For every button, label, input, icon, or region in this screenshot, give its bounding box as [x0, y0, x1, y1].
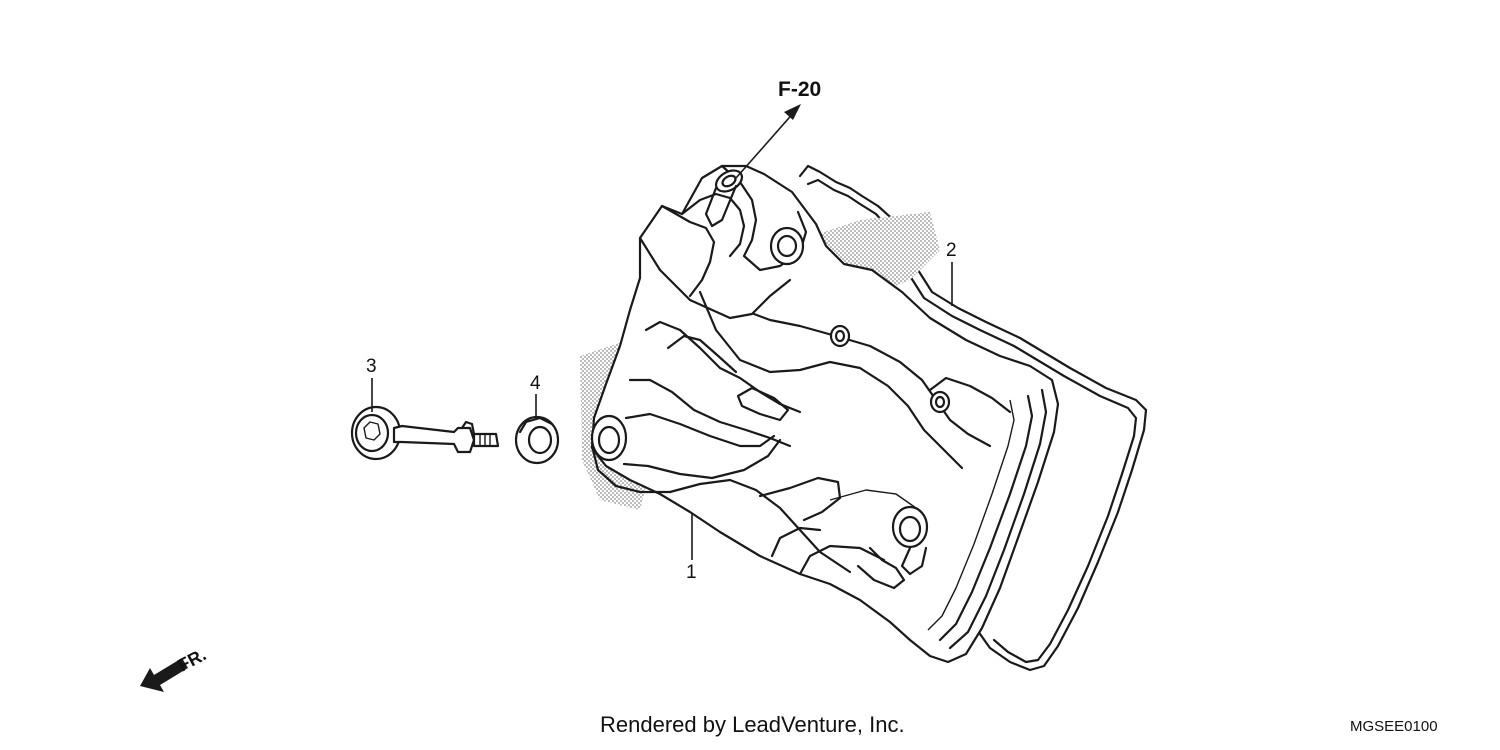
callout-2[interactable]: 2	[946, 240, 957, 261]
cover-bolt[interactable]	[350, 405, 500, 461]
callout-4[interactable]: 4	[530, 373, 541, 394]
cylinder-head-cover-gasket[interactable]	[798, 164, 1148, 672]
callout-3[interactable]: 3	[366, 356, 377, 377]
sealing-washer[interactable]	[514, 415, 560, 465]
reference-label-f20[interactable]: F-20	[778, 78, 821, 101]
footer-credit: Rendered by LeadVenture, Inc.	[600, 712, 905, 737]
callout-1[interactable]: 1	[686, 562, 697, 583]
cylinder-head-cover[interactable]	[580, 164, 1060, 664]
diagram-code: MGSEE0100	[1350, 718, 1438, 735]
front-arrow-icon: FR.	[140, 644, 209, 692]
reference-arrow	[735, 104, 801, 179]
